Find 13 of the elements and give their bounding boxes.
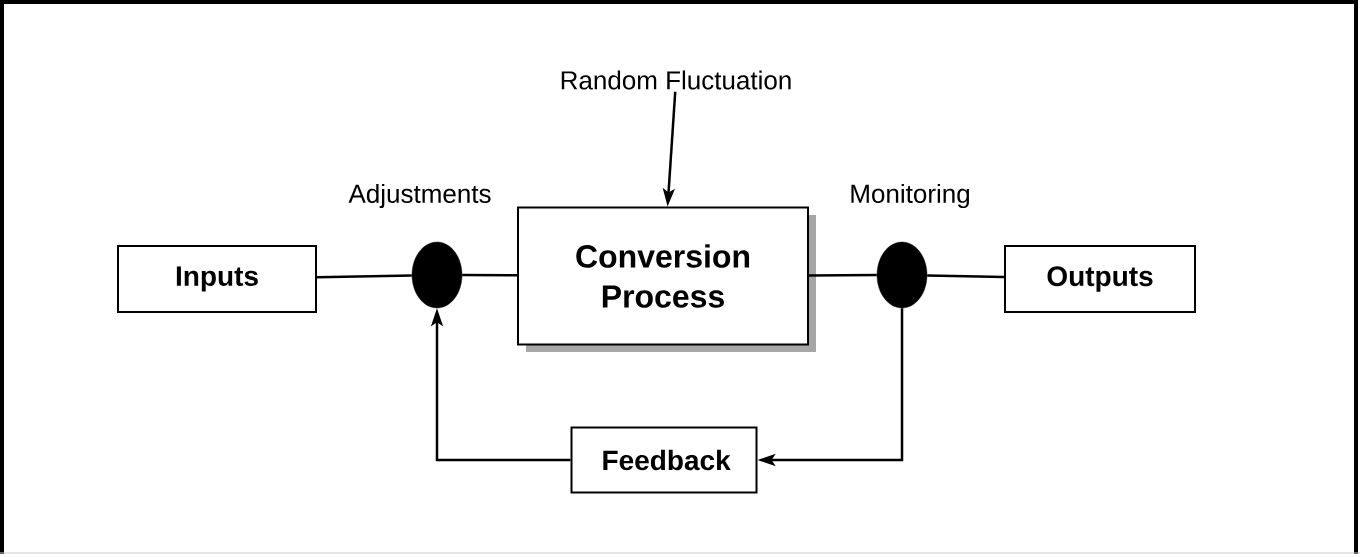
connector-line <box>462 273 517 277</box>
junction-label: Monitoring <box>851 183 969 209</box>
process-box: Feedback <box>570 426 758 494</box>
junction-dot <box>411 241 463 309</box>
process-box: Conversion Process <box>517 206 816 352</box>
process-box: Outputs <box>1004 245 1196 313</box>
connector-line <box>927 274 1005 279</box>
junction-label: Adjustments <box>348 183 491 209</box>
junction-dot <box>876 241 928 309</box>
connector-line <box>316 274 412 279</box>
process-box: Inputs <box>117 245 317 313</box>
connector-line <box>809 273 877 277</box>
caption-text: Random Fluctuation <box>561 70 791 90</box>
